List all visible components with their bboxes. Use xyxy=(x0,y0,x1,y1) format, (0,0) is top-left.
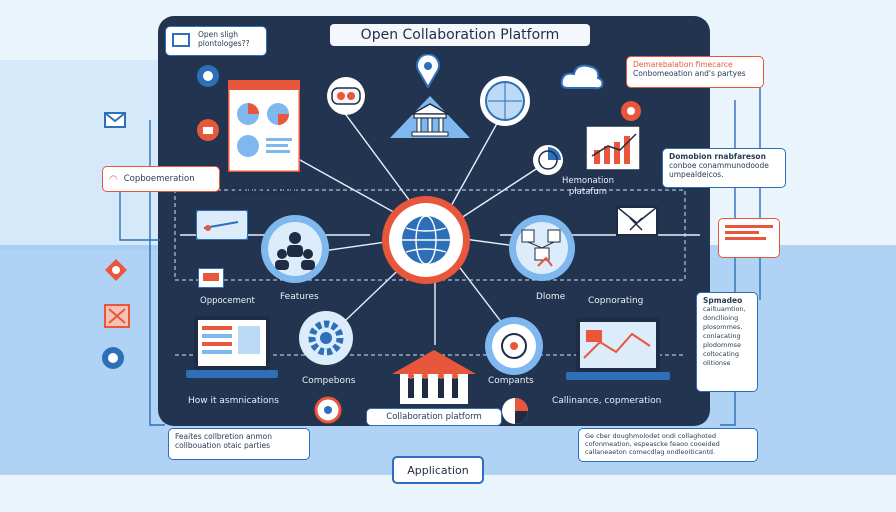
screen-icon xyxy=(198,268,224,288)
right-panel-line-6: coltocating xyxy=(703,350,740,358)
people-network-icon xyxy=(508,214,576,282)
open-card: Open sligh plontologes?? xyxy=(165,26,267,56)
settings-icon-small xyxy=(196,64,220,88)
top-right-card-line2: Conbomeoation and's partyes xyxy=(633,69,746,78)
network-icon xyxy=(100,345,126,371)
components-icon xyxy=(484,316,544,376)
bottom-right-note-text: Ge cber doughmolodet ondi collaghoted co… xyxy=(585,432,720,456)
right-panel-line-3: plosommes. xyxy=(703,323,743,331)
top-right-card-line1: Demarebalation fimecarce xyxy=(633,60,733,69)
side-left-card: ◠ Copboemeration xyxy=(102,166,220,192)
chart-icon xyxy=(586,126,640,170)
document-line xyxy=(725,237,766,240)
label-components-right: Compants xyxy=(488,376,534,386)
document-line xyxy=(725,231,759,234)
globe-icon xyxy=(380,194,472,286)
bottom-right-note: Ge cber doughmolodet ondi collaghoted co… xyxy=(578,428,758,462)
dashboard-panel xyxy=(228,80,300,172)
team-icon xyxy=(260,214,330,284)
world-map-icon xyxy=(478,74,532,128)
label-how: How it asmnications xyxy=(188,396,279,406)
side-left-card-text: Copboemeration xyxy=(123,173,195,184)
right-panel-title: Spmadeo xyxy=(703,296,743,305)
label-harmonization: Hemonation platafum xyxy=(562,176,614,197)
right-panel-line-2: doncllioing xyxy=(703,314,739,322)
bottom-left-note-text: Feaites collbretion anmon collbouation o… xyxy=(175,432,272,450)
bank-icon xyxy=(390,90,470,150)
document-card xyxy=(718,218,780,258)
application-button[interactable]: Application xyxy=(392,456,484,484)
label-features: Features xyxy=(280,292,319,302)
chat-icon xyxy=(322,76,370,116)
label-done: Dlome xyxy=(536,292,566,302)
top-right-card: Demarebalation fimecarce Conbomeoation a… xyxy=(626,56,764,88)
label-appointment: Oppocement xyxy=(200,296,255,306)
collaboration-house-icon xyxy=(386,346,482,406)
red-button-icon-left xyxy=(196,118,220,142)
tablet-icon xyxy=(196,210,248,240)
laptop-chart-icon xyxy=(566,318,670,388)
mail-icon-right xyxy=(616,206,658,236)
mail-icon xyxy=(104,112,126,128)
collaboration-platform-label: Collaboration platform xyxy=(366,408,502,426)
laptop-icon xyxy=(186,316,278,384)
bottom-left-note: Feaites collbretion anmon collbouation o… xyxy=(168,428,310,460)
open-card-text: Open sligh plontologes?? xyxy=(198,30,250,48)
document-line xyxy=(725,225,773,228)
close-box-icon xyxy=(104,304,130,328)
red-button-icon xyxy=(620,100,642,122)
right-panel-line-7: olitionse xyxy=(703,359,731,367)
gear-icon xyxy=(298,310,354,366)
label-collaboration: Colnpopertien xyxy=(230,186,301,197)
pie-icon-bottom xyxy=(500,396,530,426)
label-coopnerating: Copnorating xyxy=(588,296,644,306)
side-right-card-title: Domobion rnabfareson xyxy=(669,152,766,161)
location-pin-icon xyxy=(415,54,441,88)
wifi-icon: ◠ xyxy=(109,173,118,185)
monitor-icon xyxy=(172,33,190,47)
warning-icon xyxy=(104,258,128,282)
cloud-icon xyxy=(560,62,604,92)
diagram-title: Open Collaboration Platform xyxy=(330,24,590,46)
right-panel-line-4: conlacating xyxy=(703,332,741,340)
right-panel-line-1: cailtuamtion, xyxy=(703,305,746,313)
side-right-card: Domobion rnabfareson conboe conammunodoo… xyxy=(662,148,786,188)
label-components-left: Compebons xyxy=(302,376,356,386)
side-right-card-body: conboe conammunodoode umpealdeicos. xyxy=(669,161,769,179)
pie-icon xyxy=(532,144,564,176)
right-panel: Spmadeo cailtuamtion, doncllioing plosom… xyxy=(696,292,758,392)
right-panel-line-5: plodommse xyxy=(703,341,742,349)
location-pin-icon-bottom xyxy=(314,396,342,426)
collaboration-platform-text: Collaboration platform xyxy=(386,411,482,422)
label-compliance: Callinance, copmeration xyxy=(552,396,662,406)
